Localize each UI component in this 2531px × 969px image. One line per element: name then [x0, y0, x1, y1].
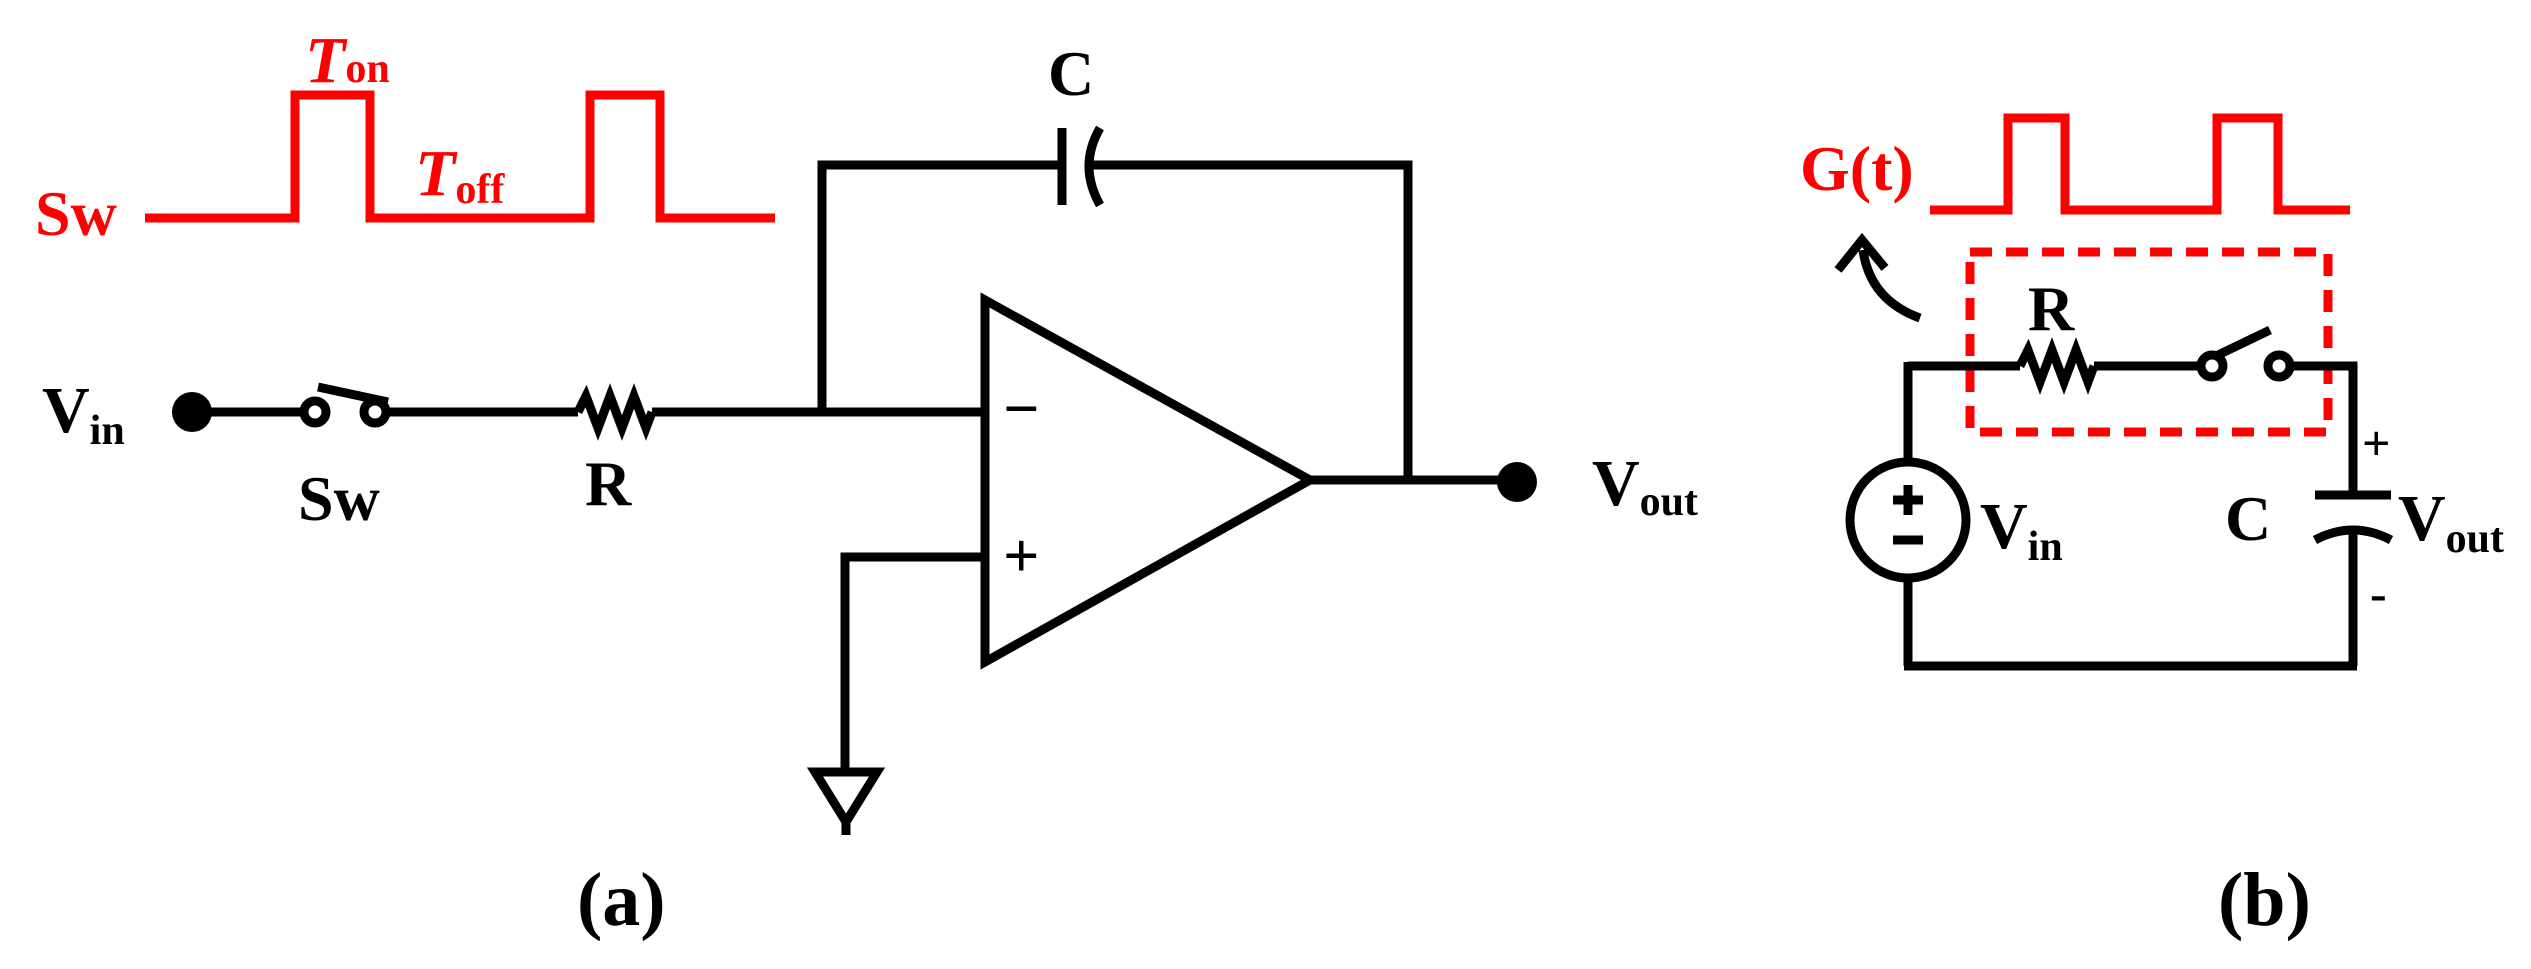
feedback-wire-left [817, 160, 1058, 412]
panel-a: Sw Ton Toff Vin Sw R C − [35, 24, 1698, 942]
t-on-main: T [305, 24, 348, 97]
curved-arrow-icon [1858, 249, 1922, 323]
t-on-sub: on [345, 46, 389, 92]
capacitor-label-b: C [2225, 483, 2271, 554]
resistor-label-b: R [2028, 273, 2075, 344]
switch-label-a: Sw [298, 463, 380, 534]
cap-minus-sign: - [2370, 565, 2387, 621]
resistor-label-a: R [585, 448, 632, 519]
top-wire-right [2290, 361, 2358, 495]
vin-b-main: V [1980, 490, 2028, 563]
switch-highlight-box [1965, 247, 2333, 437]
vout-label-b: Vout [2398, 482, 2504, 562]
vout-a-main: V [1592, 447, 1640, 520]
vin-label-a: Vin [42, 374, 125, 454]
vout-terminal-a [1497, 462, 1537, 502]
voltage-source-vin [1845, 457, 1971, 583]
opamp-plus-sign: + [1003, 520, 1039, 591]
resistor-r-a [573, 383, 657, 441]
vin-a-main: V [42, 374, 90, 447]
g-pulse-waveform [1930, 113, 2350, 215]
panel-b: G(t) R Vin C + - [1800, 113, 2504, 942]
curved-arrow-head [1834, 232, 1889, 273]
vout-label-a: Vout [1592, 447, 1698, 525]
g-signal-label: G(t) [1800, 133, 1914, 204]
cap-plus-sign: + [2362, 415, 2391, 471]
vout-a-sub: out [1640, 479, 1698, 525]
vin-b-sub: in [2028, 524, 2063, 570]
vout-b-sub: out [2446, 516, 2504, 562]
sw-pulse-waveform [145, 90, 775, 223]
t-off-label: Toff [415, 137, 505, 213]
switch-g [2196, 325, 2295, 382]
vin-label-b: Vin [1980, 490, 2063, 570]
vout-b-main: V [2398, 482, 2446, 555]
switch-sw [299, 382, 391, 428]
ground-wire [840, 552, 985, 772]
capacitor-label-a: C [1048, 38, 1094, 109]
t-off-sub: off [455, 167, 505, 213]
feedback-wire-right [1085, 160, 1413, 480]
vin-a-sub: in [90, 408, 125, 454]
ground-symbol [806, 767, 886, 831]
sw-signal-label: Sw [35, 178, 117, 249]
t-on-label: Ton [305, 24, 390, 97]
panel-b-caption: (b) [2218, 858, 2311, 942]
opamp-triangle [980, 292, 1320, 670]
panel-a-caption: (a) [577, 858, 666, 942]
resistor-r-b [2015, 337, 2099, 395]
t-off-main: T [415, 137, 458, 210]
opamp-minus-sign: − [1003, 373, 1039, 444]
